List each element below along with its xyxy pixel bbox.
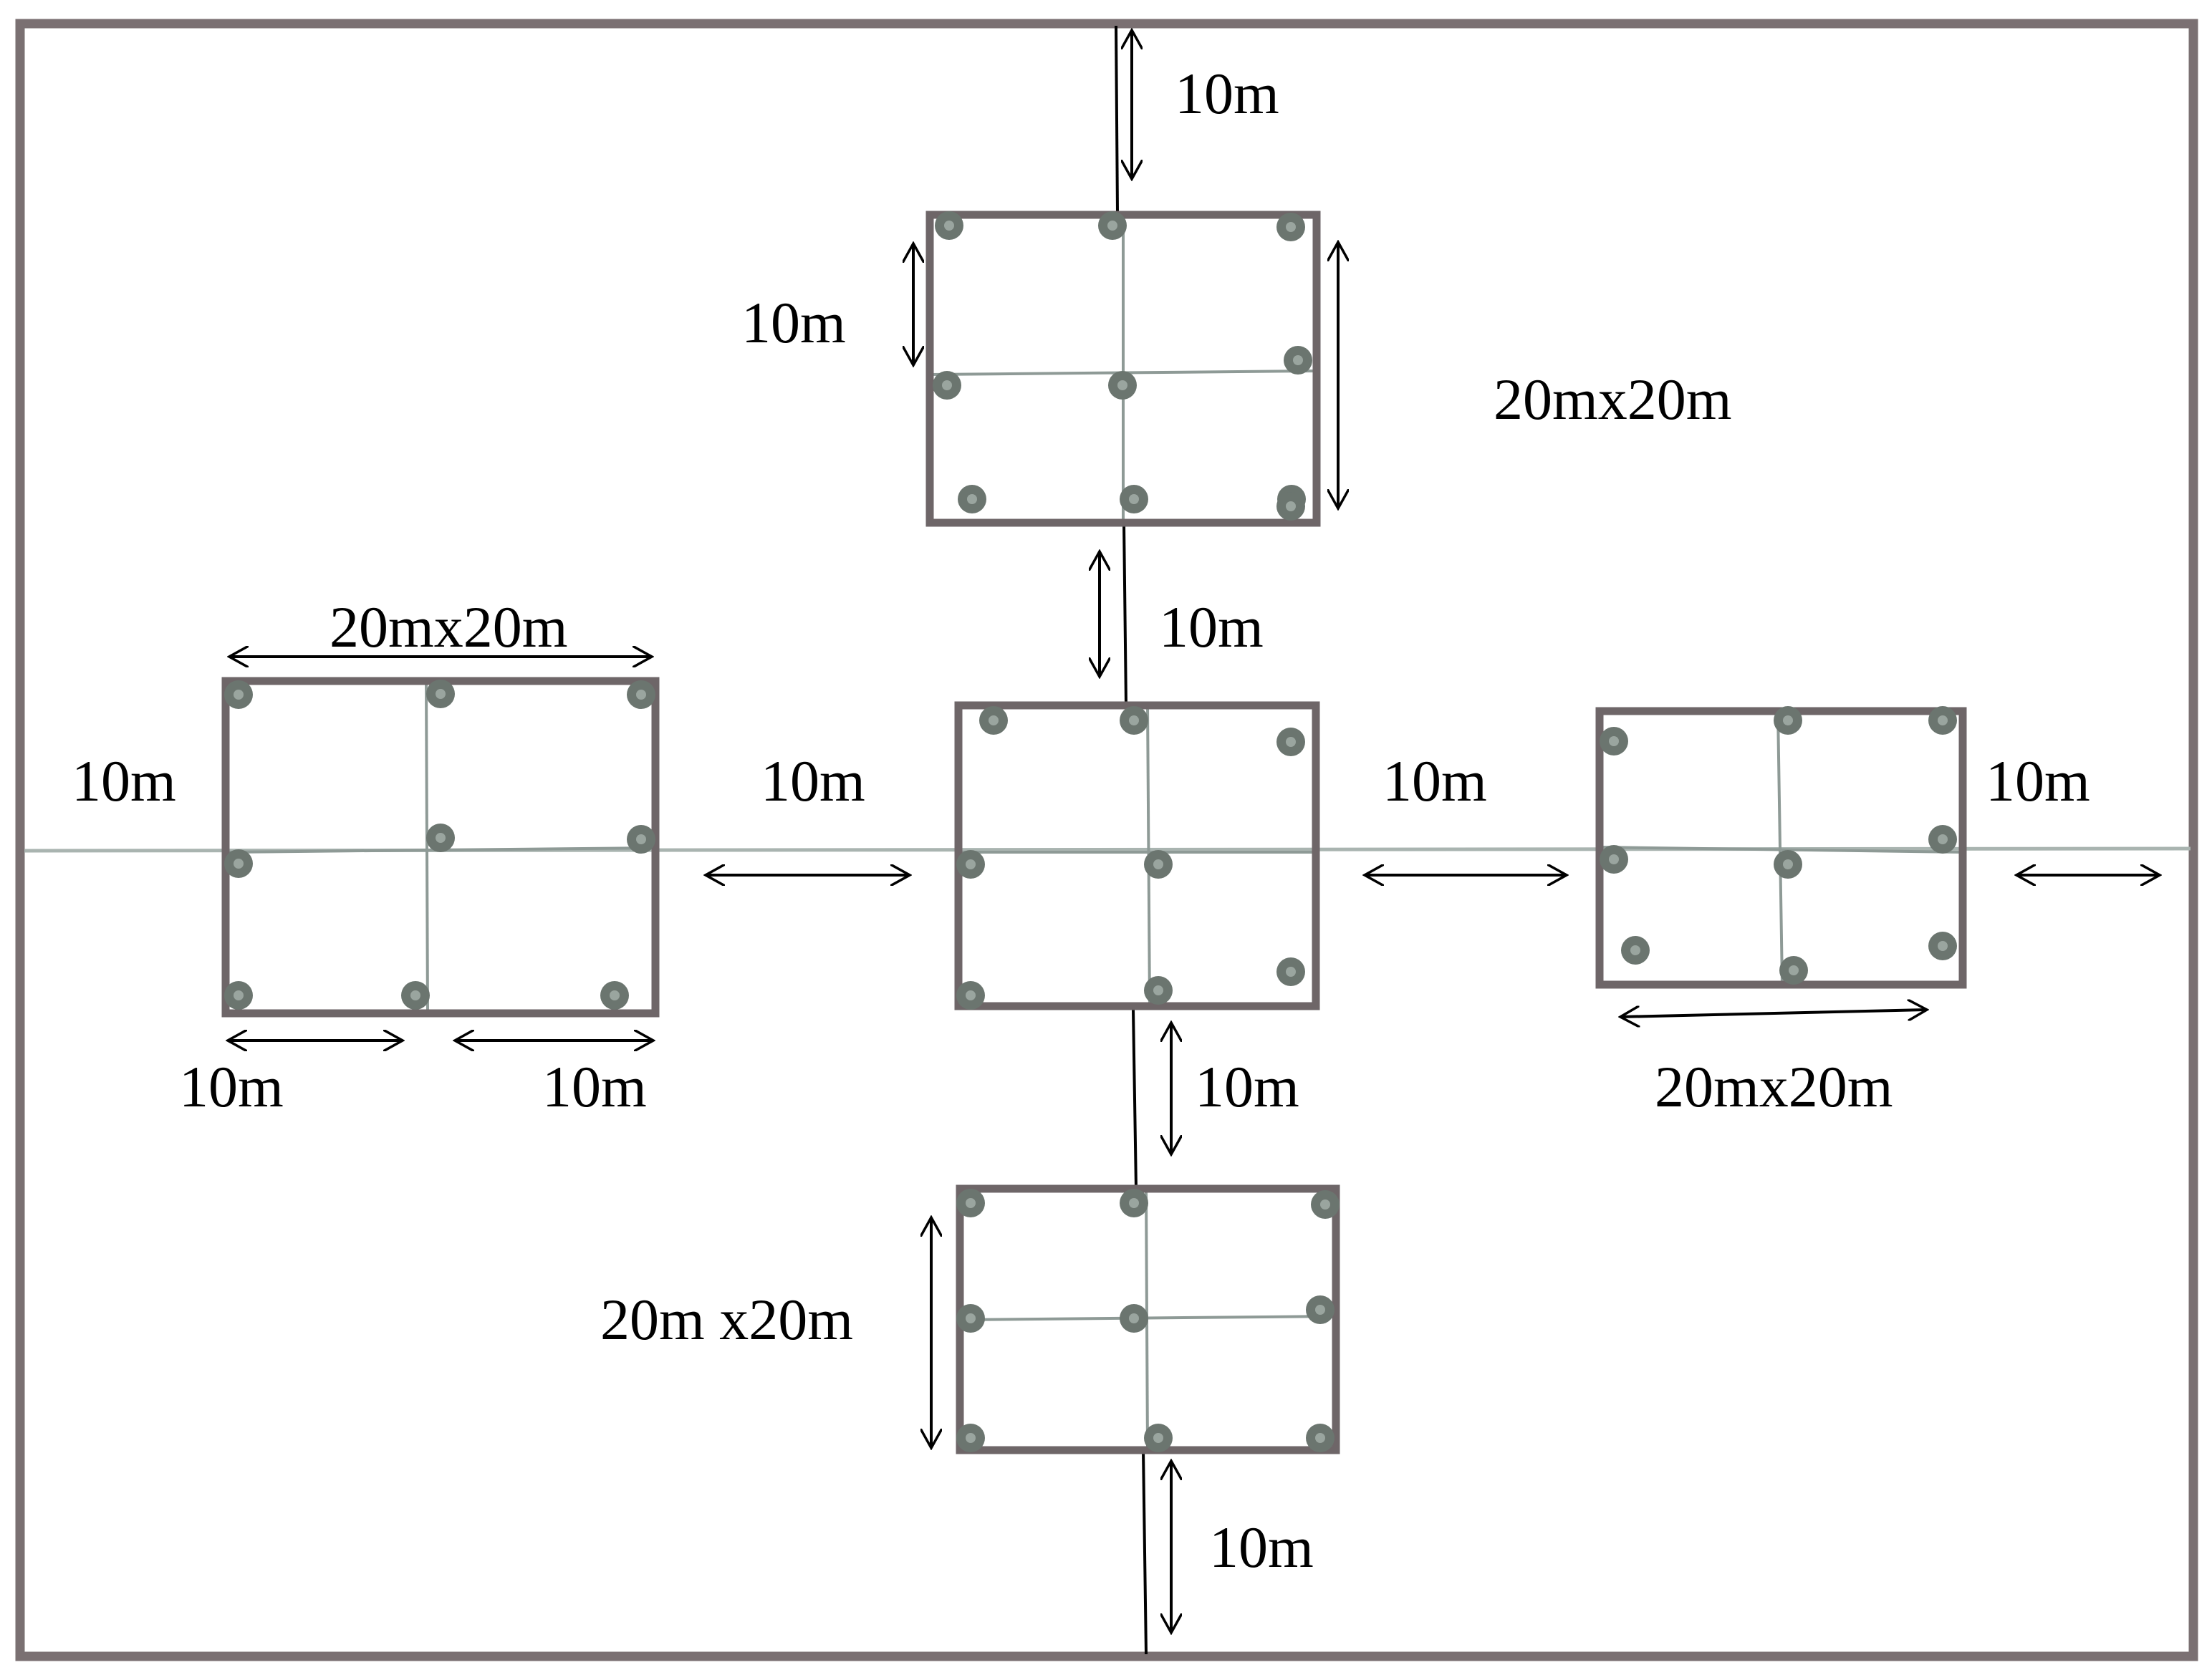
vertical-transect-center-bottom: [1132, 1009, 1138, 1189]
tree-marker-center: [966, 1198, 976, 1208]
tree-marker-center: [1293, 355, 1303, 365]
tree-marker-center: [410, 990, 420, 1000]
tree-marker-center: [1938, 941, 1948, 951]
plot-border: [954, 701, 1320, 1010]
label-bottom-edge: 10m: [1209, 1515, 1314, 1580]
tree-marker-center: [1286, 967, 1296, 977]
label-left-plot-bottom-left: 10m: [179, 1054, 284, 1119]
tree-marker-center: [1117, 380, 1127, 390]
tree-marker-center: [1107, 221, 1117, 231]
tree-marker-center: [436, 833, 446, 843]
tree-marker-center: [1129, 1313, 1139, 1323]
label-top-edge: 10m: [1175, 61, 1279, 126]
label-plot-top-size: 20mx20m: [1494, 367, 1732, 432]
label-top-plot-half: 10m: [741, 290, 846, 355]
tree-marker-center: [1630, 945, 1640, 955]
vertical-transect-bottom: [1142, 1449, 1148, 1655]
label-left-plot-bottom-right: 10m: [542, 1054, 647, 1119]
tree-marker-center: [1938, 834, 1948, 844]
label-right-edge: 10m: [1986, 748, 2090, 814]
label-top-to-center: 10m: [1159, 594, 1264, 660]
plot-border: [925, 211, 1321, 527]
tree-marker-center: [1153, 1433, 1163, 1443]
tree-marker-center: [967, 494, 977, 504]
label-center-to-right: 10m: [1382, 748, 1487, 814]
tree-marker-center: [1315, 1433, 1325, 1443]
tree-marker-center: [1286, 737, 1296, 747]
tree-marker-center: [1286, 222, 1296, 232]
tree-marker-center: [966, 1433, 976, 1443]
tree-marker-center: [1129, 494, 1139, 504]
tree-marker-center: [1286, 501, 1296, 511]
tree-marker-center: [1153, 859, 1163, 869]
tree-marker-center: [1129, 1198, 1139, 1208]
tree-markers: [1600, 706, 1957, 985]
tree-marker-center: [1320, 1199, 1330, 1210]
tree-marker-center: [1783, 859, 1793, 869]
tree-marker-center: [1315, 1305, 1325, 1315]
transect-lines: [24, 25, 2191, 1655]
plot-top: [925, 211, 1321, 527]
tree-markers: [224, 680, 655, 1010]
plot-center: [954, 701, 1320, 1010]
plot-left: [221, 677, 660, 1018]
tree-markers: [956, 706, 1305, 1010]
tree-markers: [933, 211, 1312, 521]
tree-marker-center: [636, 834, 646, 844]
tree-marker-center: [1609, 854, 1619, 864]
label-plot-right-size: 20mx20m: [1655, 1054, 1893, 1119]
label-plot-left-size: 20mx20m: [330, 594, 568, 660]
tree-marker-center: [1938, 715, 1948, 725]
tree-marker-center: [1129, 715, 1139, 725]
tree-marker-center: [1789, 965, 1799, 975]
label-center-to-bottom: 10m: [1195, 1054, 1299, 1119]
tree-marker-center: [966, 1313, 976, 1323]
vertical-transect-top-center: [1122, 522, 1127, 706]
tree-marker-center: [966, 990, 976, 1000]
label-left-to-center: 10m: [761, 748, 865, 814]
tree-marker-center: [636, 690, 646, 700]
tree-marker-center: [942, 380, 952, 390]
tree-marker-center: [1783, 715, 1793, 725]
tree-marker-center: [234, 859, 244, 869]
labels: 10m 10m 20mx20m 10m 20mx20m 10m 10m 10m …: [72, 61, 2090, 1580]
tree-markers: [956, 1189, 1340, 1452]
plot-right: [1595, 706, 1967, 989]
tree-marker-center: [234, 690, 244, 700]
tree-marker-center: [966, 859, 976, 869]
plot-bottom: [956, 1184, 1340, 1454]
label-left-edge: 10m: [72, 748, 176, 814]
label-plot-bottom-size: 20m x20m: [600, 1287, 853, 1352]
outer-frame: [15, 19, 2198, 1661]
tree-marker-center: [989, 715, 999, 725]
tree-marker-center: [1153, 985, 1163, 995]
tree-marker-center: [436, 689, 446, 699]
dimension-arrows: [228, 30, 2160, 1633]
grid-line: [1599, 846, 1963, 854]
tree-marker-center: [610, 990, 620, 1000]
arrow-right-plot-bottom: [1620, 1010, 1927, 1017]
tree-marker-center: [1609, 736, 1619, 746]
tree-marker-center: [944, 221, 954, 231]
grid-line: [1776, 710, 1784, 985]
vertical-transect-top: [1115, 25, 1119, 214]
tree-marker-center: [234, 990, 244, 1000]
grid-line: [425, 680, 429, 1014]
